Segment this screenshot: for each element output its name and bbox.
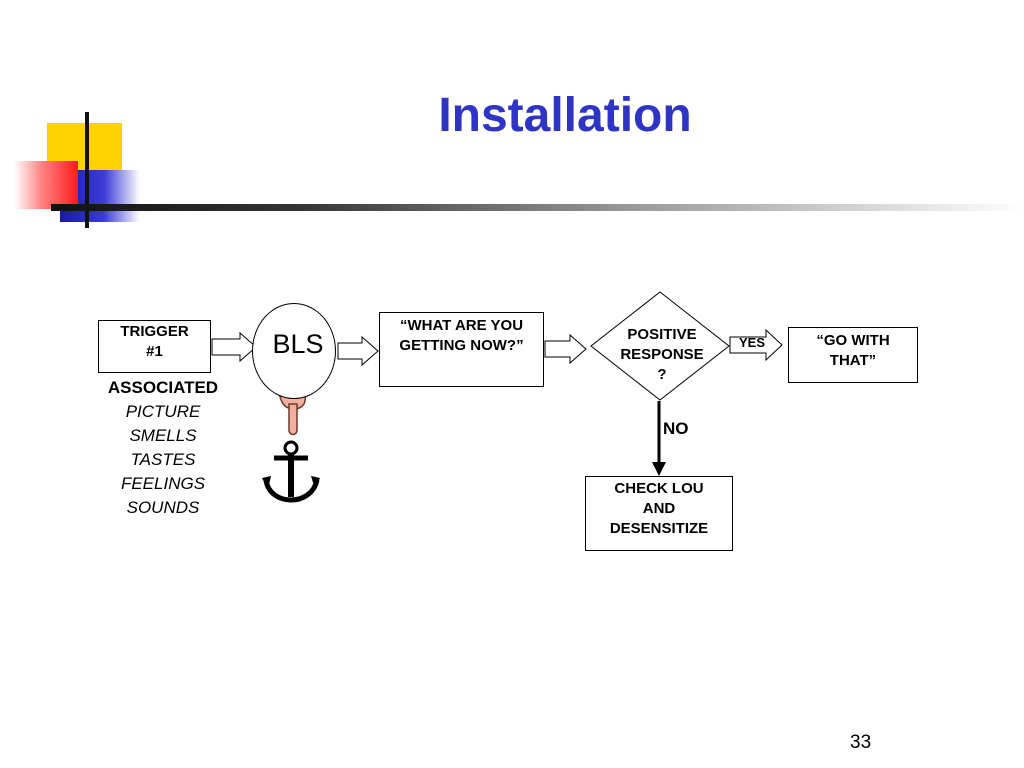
check-lou-box: CHECK LOU AND DESENSITIZE	[585, 476, 733, 551]
arrow-bls-to-question	[337, 335, 379, 367]
page-number: 33	[850, 732, 872, 753]
trigger-label-line1: TRIGGER	[120, 323, 189, 340]
title-underline	[51, 204, 1024, 211]
arrow-trigger-to-bls	[211, 331, 257, 363]
no-label: NO	[663, 419, 689, 438]
arrow-no-head	[652, 462, 666, 476]
go-with-line2: THAT”	[829, 352, 877, 369]
decision-line2: RESPONSE	[620, 346, 704, 363]
check-lou-line3: DESENSITIZE	[609, 520, 709, 537]
question-line1: “WHAT ARE YOU	[399, 317, 524, 334]
associated-item: SMELLS	[129, 426, 197, 445]
bls-label: BLS	[272, 329, 324, 359]
trigger-label-line2: #1	[146, 343, 163, 360]
associated-item: SOUNDS	[126, 498, 200, 517]
associated-heading: ASSOCIATED	[107, 378, 219, 397]
associated-item: TASTES	[130, 450, 196, 469]
go-with-that-box: “GO WITH THAT”	[788, 327, 918, 383]
associated-item: FEELINGS	[120, 474, 206, 493]
slide-title: Installation	[438, 89, 692, 142]
arrow-question-to-decision	[544, 333, 587, 365]
go-with-line1: “GO WITH	[816, 332, 890, 349]
decision-diamond	[590, 291, 730, 401]
check-lou-line2: AND	[642, 500, 676, 517]
question-box: “WHAT ARE YOU GETTING NOW?”	[379, 312, 544, 387]
yes-label: YES	[739, 335, 766, 350]
decor-vertical-line	[85, 112, 89, 228]
trigger-box: TRIGGER #1	[98, 320, 211, 373]
decision-label: POSITIVE RESPONSE ?	[604, 325, 720, 385]
decor-red-square	[14, 161, 78, 209]
associated-item: PICTURE	[125, 402, 201, 421]
check-lou-line1: CHECK LOU	[614, 480, 704, 497]
bls-circle	[252, 303, 336, 399]
decision-line1: POSITIVE	[627, 326, 697, 343]
arrow-yes	[729, 328, 783, 362]
question-line2: GETTING NOW?”	[399, 337, 524, 354]
decision-line3: ?	[657, 366, 667, 383]
anchor-icon	[262, 440, 320, 503]
associated-list: ASSOCIATED PICTURE SMELLS TASTES FEELING…	[92, 376, 234, 520]
